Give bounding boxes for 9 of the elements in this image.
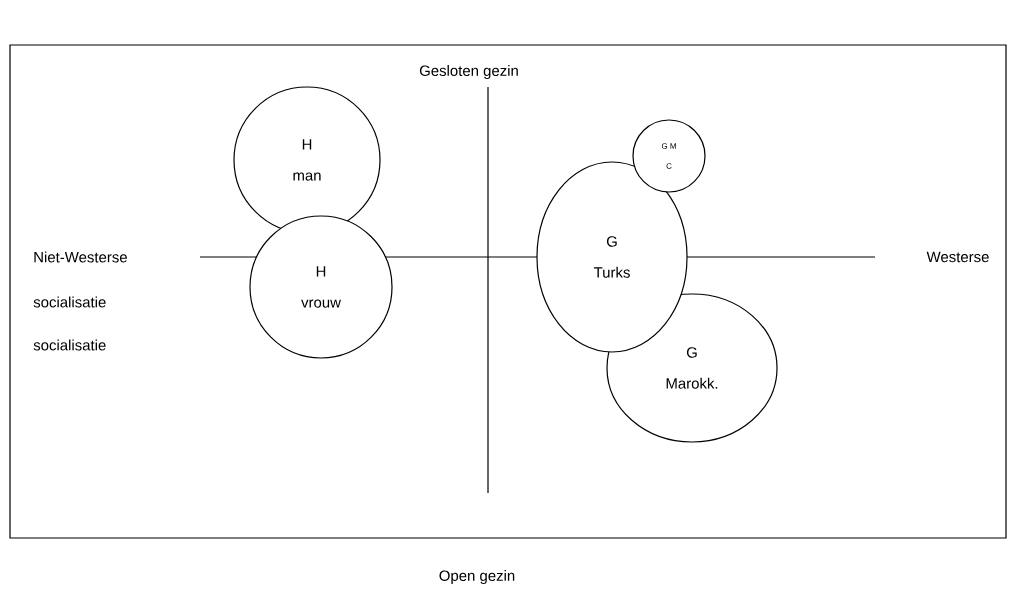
circle-node: H man xyxy=(233,86,381,234)
circle-node: H vrouw xyxy=(249,215,393,359)
ellipse-node: G Marokk. xyxy=(606,293,778,443)
axis-label: socialisatie xyxy=(33,339,106,351)
axis-label: Gesloten gezin xyxy=(419,65,518,79)
axis-label: Westerse xyxy=(926,251,989,263)
axis-label: Niet-Westerse xyxy=(34,251,127,263)
axis-label: socialisatie xyxy=(33,296,106,308)
axis-label: Open gezin xyxy=(439,570,515,584)
